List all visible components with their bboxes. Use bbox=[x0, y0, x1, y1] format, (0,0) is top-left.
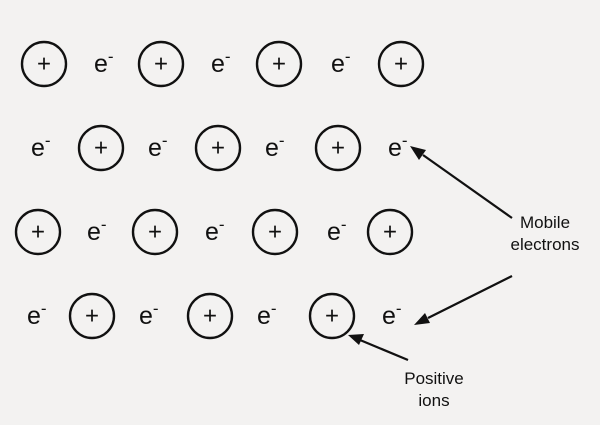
positive-ion: + bbox=[20, 40, 68, 88]
electron-charge: - bbox=[162, 131, 168, 150]
positive-ions-label-line1: Positive bbox=[404, 369, 464, 388]
plus-sign: + bbox=[37, 51, 51, 78]
plus-sign: + bbox=[85, 303, 99, 330]
ion-circle bbox=[186, 292, 234, 340]
electron: e- bbox=[257, 299, 277, 330]
ion-circle bbox=[377, 40, 425, 88]
ion-circle bbox=[131, 208, 179, 256]
positive-ion: + bbox=[186, 292, 234, 340]
electron: e- bbox=[27, 299, 47, 330]
positive-ion: + bbox=[131, 208, 179, 256]
electron-charge: - bbox=[108, 47, 114, 66]
electron: e- bbox=[211, 47, 231, 78]
plus-sign: + bbox=[31, 219, 45, 246]
electron-charge: - bbox=[45, 131, 51, 150]
positive-ion: + bbox=[14, 208, 62, 256]
electron-charge: - bbox=[271, 299, 277, 318]
positive-ion: + bbox=[255, 40, 303, 88]
arrow-to-lower-electron bbox=[427, 275, 513, 319]
electron-charge: - bbox=[402, 131, 408, 150]
ion-circle bbox=[251, 208, 299, 256]
electron-charge: - bbox=[279, 131, 285, 150]
electron: e- bbox=[331, 47, 351, 78]
electron: e- bbox=[148, 131, 168, 162]
electron-charge: - bbox=[345, 47, 351, 66]
positive-ion: + bbox=[308, 292, 356, 340]
plus-sign: + bbox=[211, 135, 225, 162]
positive-ion: + bbox=[194, 124, 242, 172]
electron-charge: - bbox=[219, 215, 225, 234]
ion-circle bbox=[314, 124, 362, 172]
plus-sign: + bbox=[148, 219, 162, 246]
electron-charge: - bbox=[41, 299, 47, 318]
electron: e- bbox=[94, 47, 114, 78]
electron: e- bbox=[87, 215, 107, 246]
plus-sign: + bbox=[94, 135, 108, 162]
mobile-electrons-label-line2: electrons bbox=[511, 235, 580, 254]
electron-charge: - bbox=[153, 299, 159, 318]
ion-circle bbox=[14, 208, 62, 256]
ion-circle bbox=[255, 40, 303, 88]
positive-ion: + bbox=[314, 124, 362, 172]
mobile-electrons-pointer: Mobile electrons bbox=[410, 146, 579, 325]
electron: e- bbox=[31, 131, 51, 162]
electron: e- bbox=[265, 131, 285, 162]
electron-charge: - bbox=[396, 299, 402, 318]
plus-sign: + bbox=[268, 219, 282, 246]
electron-charge: - bbox=[225, 47, 231, 66]
positive-ions-pointer: Positive ions bbox=[348, 334, 464, 410]
ion-circle bbox=[20, 40, 68, 88]
mobile-electrons-label-line1: Mobile bbox=[520, 213, 570, 232]
plus-sign: + bbox=[272, 51, 286, 78]
electron: e- bbox=[388, 131, 408, 162]
plus-sign: + bbox=[394, 51, 408, 78]
ion-circle bbox=[77, 124, 125, 172]
arrow-to-ion bbox=[359, 338, 409, 362]
arrow-to-upper-electron bbox=[422, 154, 513, 219]
plus-sign: + bbox=[325, 303, 339, 330]
electron: e- bbox=[205, 215, 225, 246]
positive-ion: + bbox=[377, 40, 425, 88]
plus-sign: + bbox=[154, 51, 168, 78]
electron: e- bbox=[382, 299, 402, 330]
arrow-head-upper bbox=[410, 146, 426, 160]
plus-sign: + bbox=[203, 303, 217, 330]
lattice: + e- + e- + e- + e- + e- + e- + e- + e- + e- + e- + e- + e- + e- +… bbox=[14, 40, 425, 340]
positive-ion: + bbox=[68, 292, 116, 340]
positive-ion: + bbox=[137, 40, 185, 88]
plus-sign: + bbox=[331, 135, 345, 162]
positive-ion: + bbox=[251, 208, 299, 256]
arrow-head-ion bbox=[348, 334, 364, 345]
positive-ions-label-line2: ions bbox=[418, 391, 449, 410]
ion-circle bbox=[308, 292, 356, 340]
electron: e- bbox=[327, 215, 347, 246]
electron-charge: - bbox=[101, 215, 107, 234]
ion-circle bbox=[137, 40, 185, 88]
electron-charge: - bbox=[341, 215, 347, 234]
ion-circle bbox=[194, 124, 242, 172]
ion-circle bbox=[366, 208, 414, 256]
arrow-head-lower bbox=[414, 313, 430, 325]
plus-sign: + bbox=[383, 219, 397, 246]
ion-circle bbox=[68, 292, 116, 340]
positive-ion: + bbox=[77, 124, 125, 172]
positive-ion: + bbox=[366, 208, 414, 256]
electron: e- bbox=[139, 299, 159, 330]
